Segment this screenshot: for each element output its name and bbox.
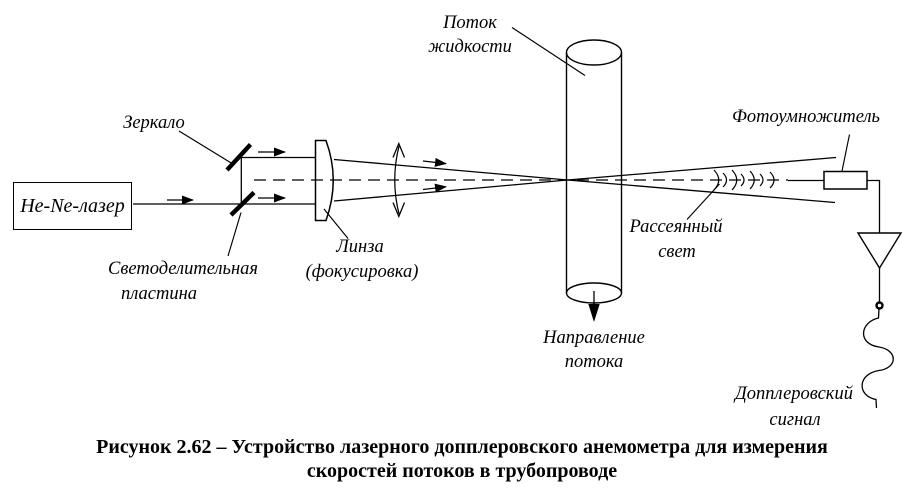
flow-direction-label-line1: Направление	[543, 328, 645, 348]
figure-caption-line1: Рисунок 2.62 – Устройство лазерного допп…	[96, 436, 828, 458]
mirror-label: Зеркало	[123, 113, 185, 133]
amplifier-triangle-icon	[856, 232, 903, 270]
leader-scattered-light	[686, 183, 720, 220]
pipe-cylinder	[565, 39, 623, 304]
pmt-output-line	[867, 179, 881, 233]
flow-label-line2: жидкости	[428, 37, 512, 57]
leader-beam-splitter	[227, 212, 242, 257]
doppler-signal-label-line2: сигнал	[769, 410, 821, 430]
leader-lines	[178, 27, 851, 257]
wavefront-arcs	[713, 169, 775, 191]
flow-label-line1: Поток	[443, 13, 497, 33]
diverging-rays	[567, 156, 837, 204]
converging-rays	[333, 158, 568, 202]
connector-circle	[875, 301, 884, 310]
beam-splitter-glyph	[229, 190, 256, 217]
doppler-signal-label-line1: Допплеровский	[735, 384, 853, 404]
laser-label: He-Ne-лазер	[20, 194, 125, 217]
mirror-glyph	[225, 143, 253, 172]
scattered-light-label-line1: Рассеянный	[629, 217, 723, 237]
photomultiplier-label: Фотоумножитель	[732, 107, 880, 127]
leader-mirror	[178, 130, 233, 164]
beam-direction-arrow-icons	[167, 147, 447, 205]
flow-direction-label-line2: потока	[564, 352, 624, 372]
focusing-lens-glyph	[314, 139, 334, 222]
doppler-cable-squiggle	[861, 308, 894, 409]
flow-arrow-icon	[588, 291, 600, 322]
pmt-box	[823, 170, 868, 190]
scattered-light-label-line2: свет	[658, 242, 696, 262]
lens-label-line2: (фокусировка)	[305, 262, 419, 282]
leader-pmt	[841, 134, 851, 172]
leader-flow	[511, 27, 586, 76]
laser-source-box: He-Ne-лазер	[13, 182, 132, 230]
beam-splitter-label-line2: пластина	[120, 284, 198, 304]
lens-label-line1: Линза	[336, 237, 384, 257]
leader-lens	[323, 208, 349, 239]
beam-splitter-label-line1: Светоделительная	[108, 259, 258, 279]
figure-caption-line2: скоростей потоков в трубопроводе	[306, 460, 618, 482]
